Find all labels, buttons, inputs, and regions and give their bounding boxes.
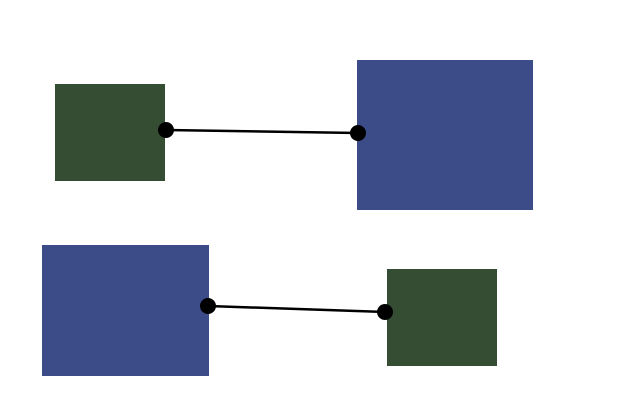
connector-end-handle-2[interactable] (377, 304, 393, 320)
connector-start-handle-2[interactable] (200, 298, 216, 314)
connector-edge-2[interactable] (200, 298, 393, 320)
connector-line-2[interactable] (206, 304, 387, 314)
blue-node-top-right[interactable] (357, 60, 533, 210)
blue-node-bottom-left[interactable] (42, 245, 209, 376)
connector-end-handle-1[interactable] (350, 125, 366, 141)
green-node-bottom-right[interactable] (387, 269, 497, 366)
connector-edge-1[interactable] (158, 122, 366, 141)
connector-start-handle-1[interactable] (158, 122, 174, 138)
connector-line-1[interactable] (164, 128, 360, 135)
green-node-top-left[interactable] (55, 84, 165, 181)
